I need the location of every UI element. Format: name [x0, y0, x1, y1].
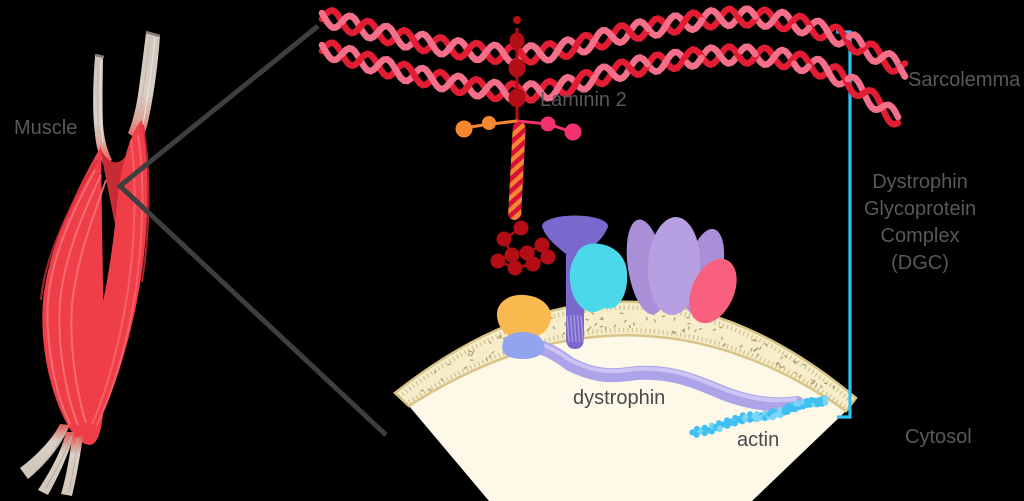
laminin-coiled-rod [508, 122, 526, 220]
dgc-label: Dystrophin Glycoprotein Complex (DGC) [864, 171, 976, 274]
laminin-bead-cluster [490, 220, 556, 276]
sarcolemma-strand-2 [318, 39, 902, 128]
dgc-label-line2: Glycoprotein [864, 198, 976, 220]
stem-hatch [566, 314, 584, 343]
dgc-label-line3: Complex [881, 225, 960, 247]
actin-label: actin [737, 429, 779, 451]
sarcoglycan-subunits [626, 217, 737, 324]
muscle-label: Muscle [14, 117, 77, 139]
cytosol-label: Cytosol [905, 426, 972, 448]
laminin-complex [455, 16, 582, 276]
cytosol-region [409, 335, 846, 501]
dgc-label-line1: Dystrophin [872, 171, 968, 193]
dgc-label-line4: (DGC) [891, 252, 949, 274]
tendon-line [142, 36, 156, 125]
dystrophin-ribbon [505, 338, 804, 412]
membrane-comb-inner [407, 328, 847, 409]
tendon-tip [145, 30, 161, 38]
protein-orange-blob [496, 294, 552, 340]
labels-layer: Muscle Laminin 2 Sarcolemma Dystrophin G… [14, 69, 1021, 451]
muscle-tendon-bottom [20, 424, 83, 496]
tendon-bottom-lines [33, 429, 79, 493]
muscle-illustration [20, 30, 161, 496]
sarcolemma-strand-1 [318, 5, 909, 80]
tendon-line [96, 59, 101, 146]
sarcoglycan-2 [647, 217, 701, 315]
actin-filament [689, 395, 829, 438]
laminin-arm-left-beads [455, 116, 496, 138]
laminin-label: Laminin 2 [540, 89, 627, 111]
tendon-line [137, 35, 151, 121]
protein-cyan-blob [569, 243, 628, 313]
protein-periwinkle-blob [502, 332, 545, 360]
sarcoglycan-pink [689, 258, 737, 324]
zoom-indicator-lines [116, 24, 388, 437]
tendon-line [99, 59, 104, 143]
muscle-striations [40, 124, 150, 427]
sarcolemma-label: Sarcolemma [908, 69, 1021, 91]
laminin-chain-beads [508, 16, 526, 108]
laminin-arm-right-beads [540, 116, 582, 141]
tendon-tip [94, 53, 105, 59]
dystrophin-label: dystrophin [573, 387, 665, 409]
